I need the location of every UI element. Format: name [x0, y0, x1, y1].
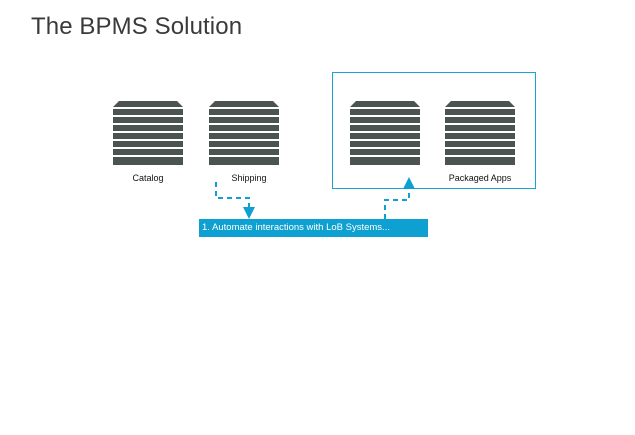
building-icon-app-1 [350, 101, 420, 165]
callout-step-1: 1. Automate interactions with LoB System… [199, 219, 428, 237]
slide-title: The BPMS Solution [31, 13, 243, 40]
connector-callout-to-apps [384, 177, 415, 219]
building-icon-packaged-apps [445, 101, 515, 165]
connector-shipping-to-callout [215, 182, 255, 219]
building-icon-shipping [209, 101, 279, 165]
packaged-apps-group-frame [332, 72, 536, 189]
building-icon-catalog [113, 101, 183, 165]
building-label-packaged-apps: Packaged Apps [448, 173, 512, 183]
building-label-catalog: Catalog [132, 173, 164, 183]
building-label-shipping: Shipping [231, 173, 267, 183]
